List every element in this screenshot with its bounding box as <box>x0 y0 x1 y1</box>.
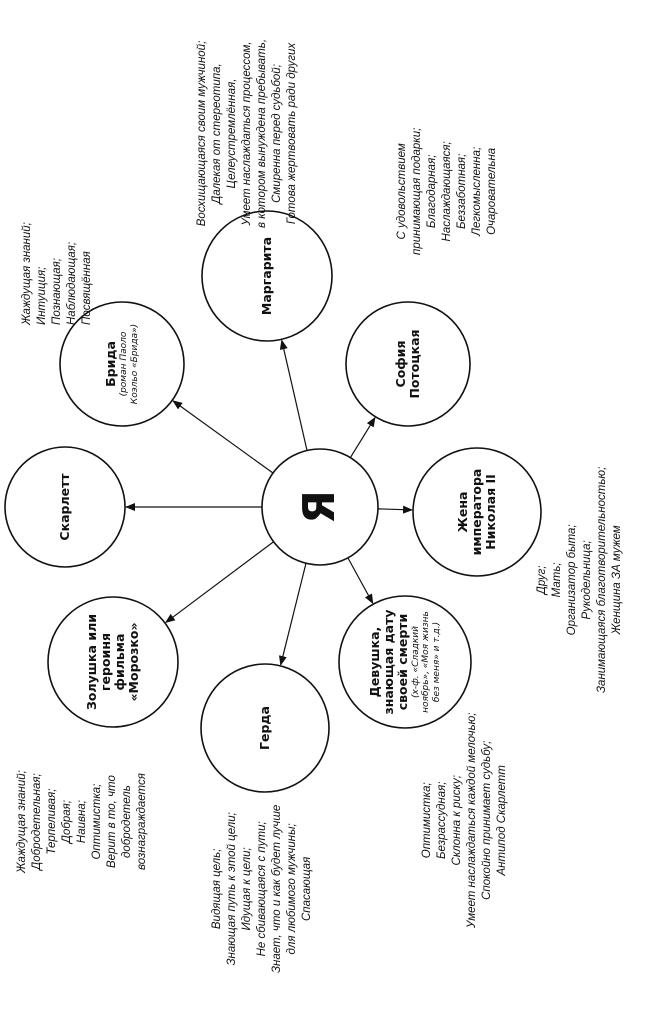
node-label-gerda: Герда <box>225 683 305 773</box>
edges-layer <box>125 339 414 666</box>
node-circle-brida <box>59 301 185 427</box>
note-line: Легкомысленна; <box>470 146 483 236</box>
note-margarita: Восхищающаяся своим мужчиной; Далекая от… <box>195 39 300 228</box>
arrow-to-devushka <box>347 557 374 605</box>
arrow-to-zolushka <box>165 541 274 624</box>
note-line: Женщина ЗА мужем <box>610 525 623 635</box>
note-line: Знает, что и как будет лучше <box>270 804 283 973</box>
note-line: добродетель <box>120 785 133 858</box>
note-line: Посвящённая <box>80 251 93 325</box>
node-label-devushka: Девушка, знающая дату своей смерти (х-ф.… <box>355 607 455 717</box>
note-line: Безрассудная; <box>435 781 448 859</box>
note-line: Склонна к риску; <box>450 775 463 866</box>
node-label-sofia: София Потоцкая <box>368 321 448 407</box>
node-circle-zolushka <box>47 596 179 728</box>
node-brida-subtitle: (роман Паоло Коэльо «Брида») <box>119 323 140 405</box>
node-devushka-title: Девушка, знающая дату своей смерти <box>367 609 411 715</box>
node-margarita-title: Маргарита <box>259 236 274 316</box>
note-line: Познающая; <box>50 258 63 325</box>
node-circle-skarlett <box>4 446 126 568</box>
note-line: Наслаждающаяся; <box>440 141 453 242</box>
note-line: Спасающая <box>300 856 313 921</box>
note-line: Не сбивающаяся с пути; <box>255 821 268 957</box>
note-line: Занимающаяся благотворительностью; <box>595 466 608 693</box>
center-node-text: Я <box>294 490 346 524</box>
node-brida-title: Брида <box>103 341 119 387</box>
node-skarlett-title: Скарлетт <box>57 473 72 541</box>
note-line: Терпеливая; <box>45 788 58 855</box>
note-line: Оптимистка; <box>421 782 433 859</box>
note-line: Спокойно принимает судьбу; <box>480 740 493 900</box>
note-line: Восхищающаяся своим мужчиной; <box>196 40 208 227</box>
note-line: Добрая; <box>60 800 73 844</box>
note-line: Очаровательна <box>485 147 498 235</box>
note-line: Жаждущая знаний; <box>16 770 28 873</box>
circles-layer <box>4 210 542 793</box>
note-line: Умеет наслаждаться каждой мелочью; <box>465 712 478 928</box>
note-line: Оптимистка; <box>90 783 103 860</box>
node-circle-sofia <box>345 301 471 427</box>
note-line: Целеустремлённая, <box>225 78 238 189</box>
node-zolushka-title: Золушка или героиня фильма «Морозко» <box>84 614 141 710</box>
note-line: Знающая путь к этой цели; <box>225 812 238 966</box>
note-devushka: Оптимистка; Безрассудная; Склонна к риск… <box>420 713 510 928</box>
note-line: для любимого мужчины; <box>285 823 298 955</box>
note-line: Готова жертвовать ради других <box>285 42 298 225</box>
note-zolushka: Жаждущая знаний; Добродетельная; Терпели… <box>15 770 149 873</box>
center-node-label: Я <box>275 462 365 552</box>
node-devushka-subtitle: (х-ф. «Сладкий ноябрь», «Моя жизнь без м… <box>411 611 442 713</box>
node-zhena-title: Жена императора Николая II <box>455 468 498 556</box>
note-brida: Жаждущая знаний; Интуиция; Познающая; На… <box>20 222 95 325</box>
arrow-to-brida <box>172 400 274 474</box>
note-zhena: Друг; Мать; Организатор быта; Рукодельни… <box>535 467 625 693</box>
note-line: Беззаботная; <box>455 153 468 229</box>
note-line: Добродетельная; <box>30 773 43 870</box>
arrow-to-zhena <box>377 505 414 514</box>
arrow-to-margarita <box>279 339 308 451</box>
note-line: Верит в то, что <box>105 775 118 868</box>
note-line: Рукодельница; <box>580 540 593 620</box>
note-line: Видящая цель; <box>211 848 223 930</box>
note-line: Благодарная; <box>425 154 438 229</box>
note-line: в котором вынуждена пребывать, <box>255 38 268 228</box>
note-line: принимающая подарки; <box>410 127 423 255</box>
node-circle-gerda <box>200 663 330 793</box>
note-line: Мать; <box>550 562 563 598</box>
note-line: Антипод Скарлетт <box>495 765 508 876</box>
node-sofia-title: София Потоцкая <box>393 329 422 399</box>
node-label-zolushka: Золушка или героиня фильма «Морозко» <box>63 612 163 712</box>
note-gerda: Видящая цель; Знающая путь к этой цели; … <box>210 805 315 973</box>
note-line: Идущая к цели; <box>240 847 253 931</box>
note-line: вознаграждается <box>135 773 148 870</box>
note-line: С удовольствием <box>396 143 408 240</box>
note-line: Смиренна перед судьбой; <box>270 64 283 203</box>
note-line: Организатор быта; <box>565 524 578 636</box>
node-gerda-title: Герда <box>257 706 272 750</box>
node-circle-margarita <box>201 210 333 342</box>
note-line: Наивна; <box>75 800 88 844</box>
arrow-to-sofia <box>349 416 376 458</box>
note-line: Интуиция; <box>35 266 48 325</box>
node-circle-devushka <box>338 595 472 729</box>
arrow-to-gerda <box>278 563 307 666</box>
note-line: Умеет наслаждаться процессом, <box>240 41 253 226</box>
node-label-skarlett: Скарлетт <box>25 462 105 552</box>
note-line: Друг; <box>536 565 548 595</box>
note-line: Наблюдающая; <box>65 241 78 325</box>
node-label-zhena: Жена императора Николая II <box>432 462 522 562</box>
note-line: Далекая от стереотипа, <box>210 63 223 204</box>
note-sofia: С удовольствием принимающая подарки; Бла… <box>395 128 500 255</box>
node-circle-zhena <box>412 447 542 577</box>
note-line: Жаждущая знаний; <box>21 222 33 325</box>
center-node-circle <box>261 448 379 566</box>
node-label-brida: Брида (роман Паоло Коэльо «Брида») <box>79 321 165 407</box>
node-label-margarita: Маргарита <box>227 231 307 321</box>
